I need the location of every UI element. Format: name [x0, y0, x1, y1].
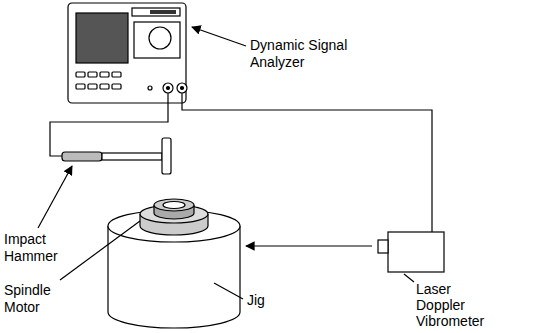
- jig: [108, 210, 240, 328]
- leader-line: [38, 166, 72, 228]
- part-label: Dynamic Signal Analyzer: [250, 37, 362, 71]
- part-label: Laser Doppler Vibrometer: [416, 281, 498, 329]
- signal-analyzer: [68, 3, 187, 103]
- leader-line: [214, 283, 243, 299]
- vibrometer-cable: [182, 93, 432, 232]
- impact-hammer: [62, 138, 171, 174]
- laser-beam: [246, 245, 372, 246]
- part-label: Spindle Motor: [4, 282, 66, 316]
- laser-vibrometer: [378, 232, 444, 272]
- hammer-cable: [50, 93, 168, 156]
- part-label: Impact Hammer: [4, 231, 66, 265]
- leader-line: [404, 274, 414, 282]
- part-label: Jig: [247, 292, 287, 309]
- leader-line: [192, 27, 246, 46]
- spindle-motor: [140, 199, 208, 235]
- leader-line: [60, 221, 140, 280]
